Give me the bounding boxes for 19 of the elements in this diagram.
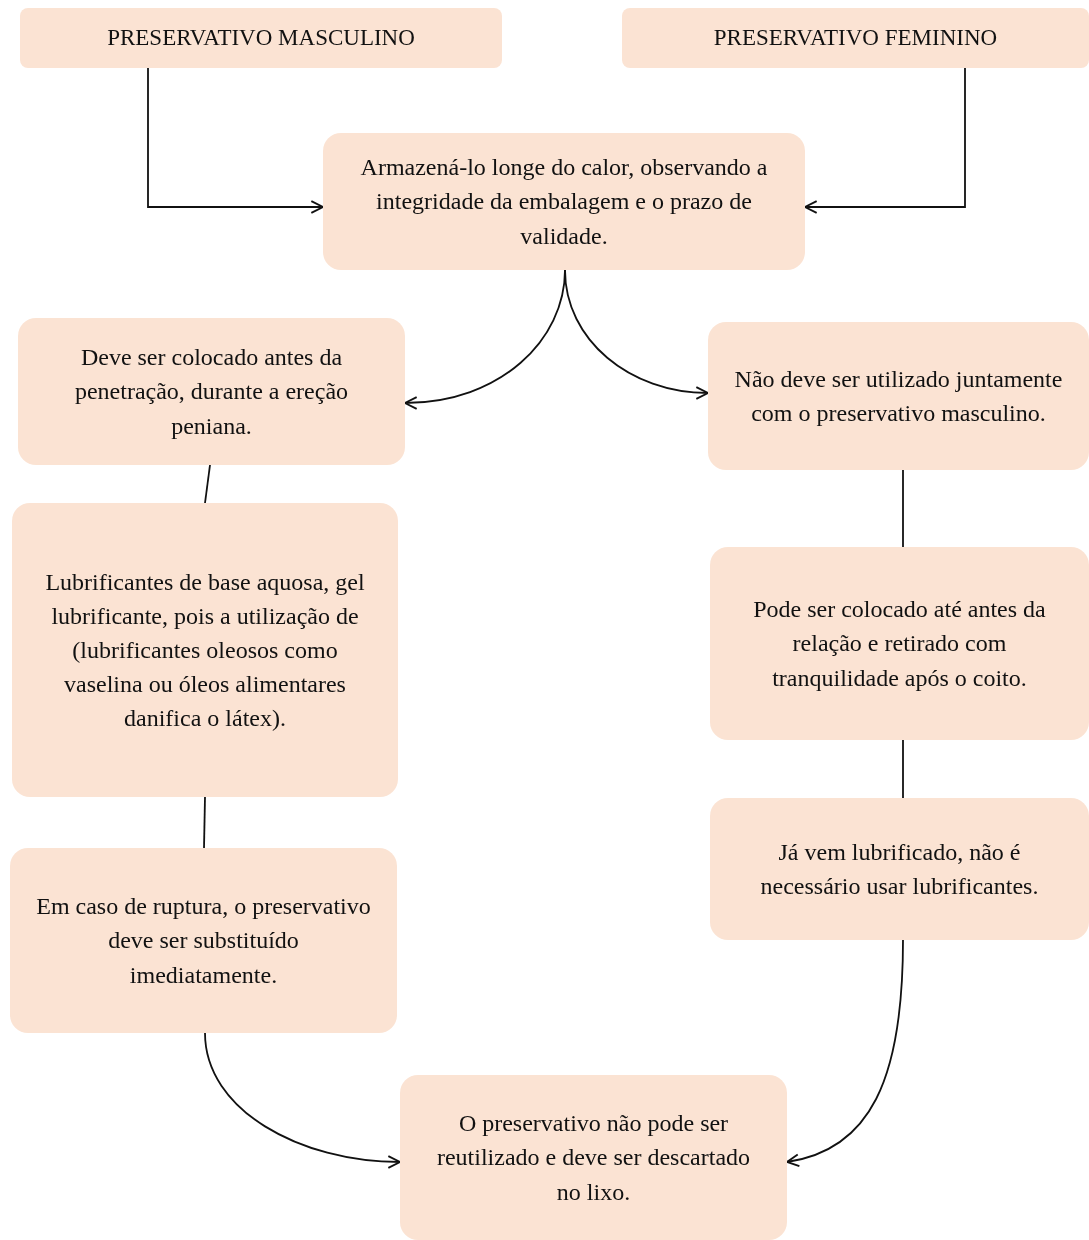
connector-line xyxy=(902,739,904,799)
arrow xyxy=(786,939,904,1167)
heading-box: PRESERVATIVO MASCULINO xyxy=(20,8,502,68)
process-box: Lubrificantes de base aquosa, gel lubrificante, pois a utilização de (lubrificantes oleosos como vaselina ou óleos alimentares danifica o látex). xyxy=(12,503,398,797)
process-box: Pode ser colocado até antes da relação e retirado com tranquilidade após o coito. xyxy=(710,547,1089,740)
arrow xyxy=(204,1032,401,1169)
arrow xyxy=(147,67,324,214)
connector-line xyxy=(204,464,211,504)
arrow xyxy=(564,269,709,400)
process-box: Já vem lubrificado, não é necessário usar lubrificantes. xyxy=(710,798,1089,940)
process-box: Em caso de ruptura, o preservativo deve ser substituído imediatamente. xyxy=(10,848,397,1033)
heading-box: PRESERVATIVO FEMININO xyxy=(622,8,1089,68)
process-box: O preservativo não pode ser reutilizado e deve ser descartado no lixo. xyxy=(400,1075,787,1240)
connector-line xyxy=(902,469,904,548)
process-box: Deve ser colocado antes da penetração, durante a ereção peniana. xyxy=(18,318,405,465)
process-box: Não deve ser utilizado juntamente com o preservativo masculino. xyxy=(708,322,1089,470)
connector-line xyxy=(203,796,206,849)
arrow xyxy=(804,67,966,214)
process-box: Armazená-lo longe do calor, observando a integridade da embalagem e o prazo de validade. xyxy=(323,133,805,270)
